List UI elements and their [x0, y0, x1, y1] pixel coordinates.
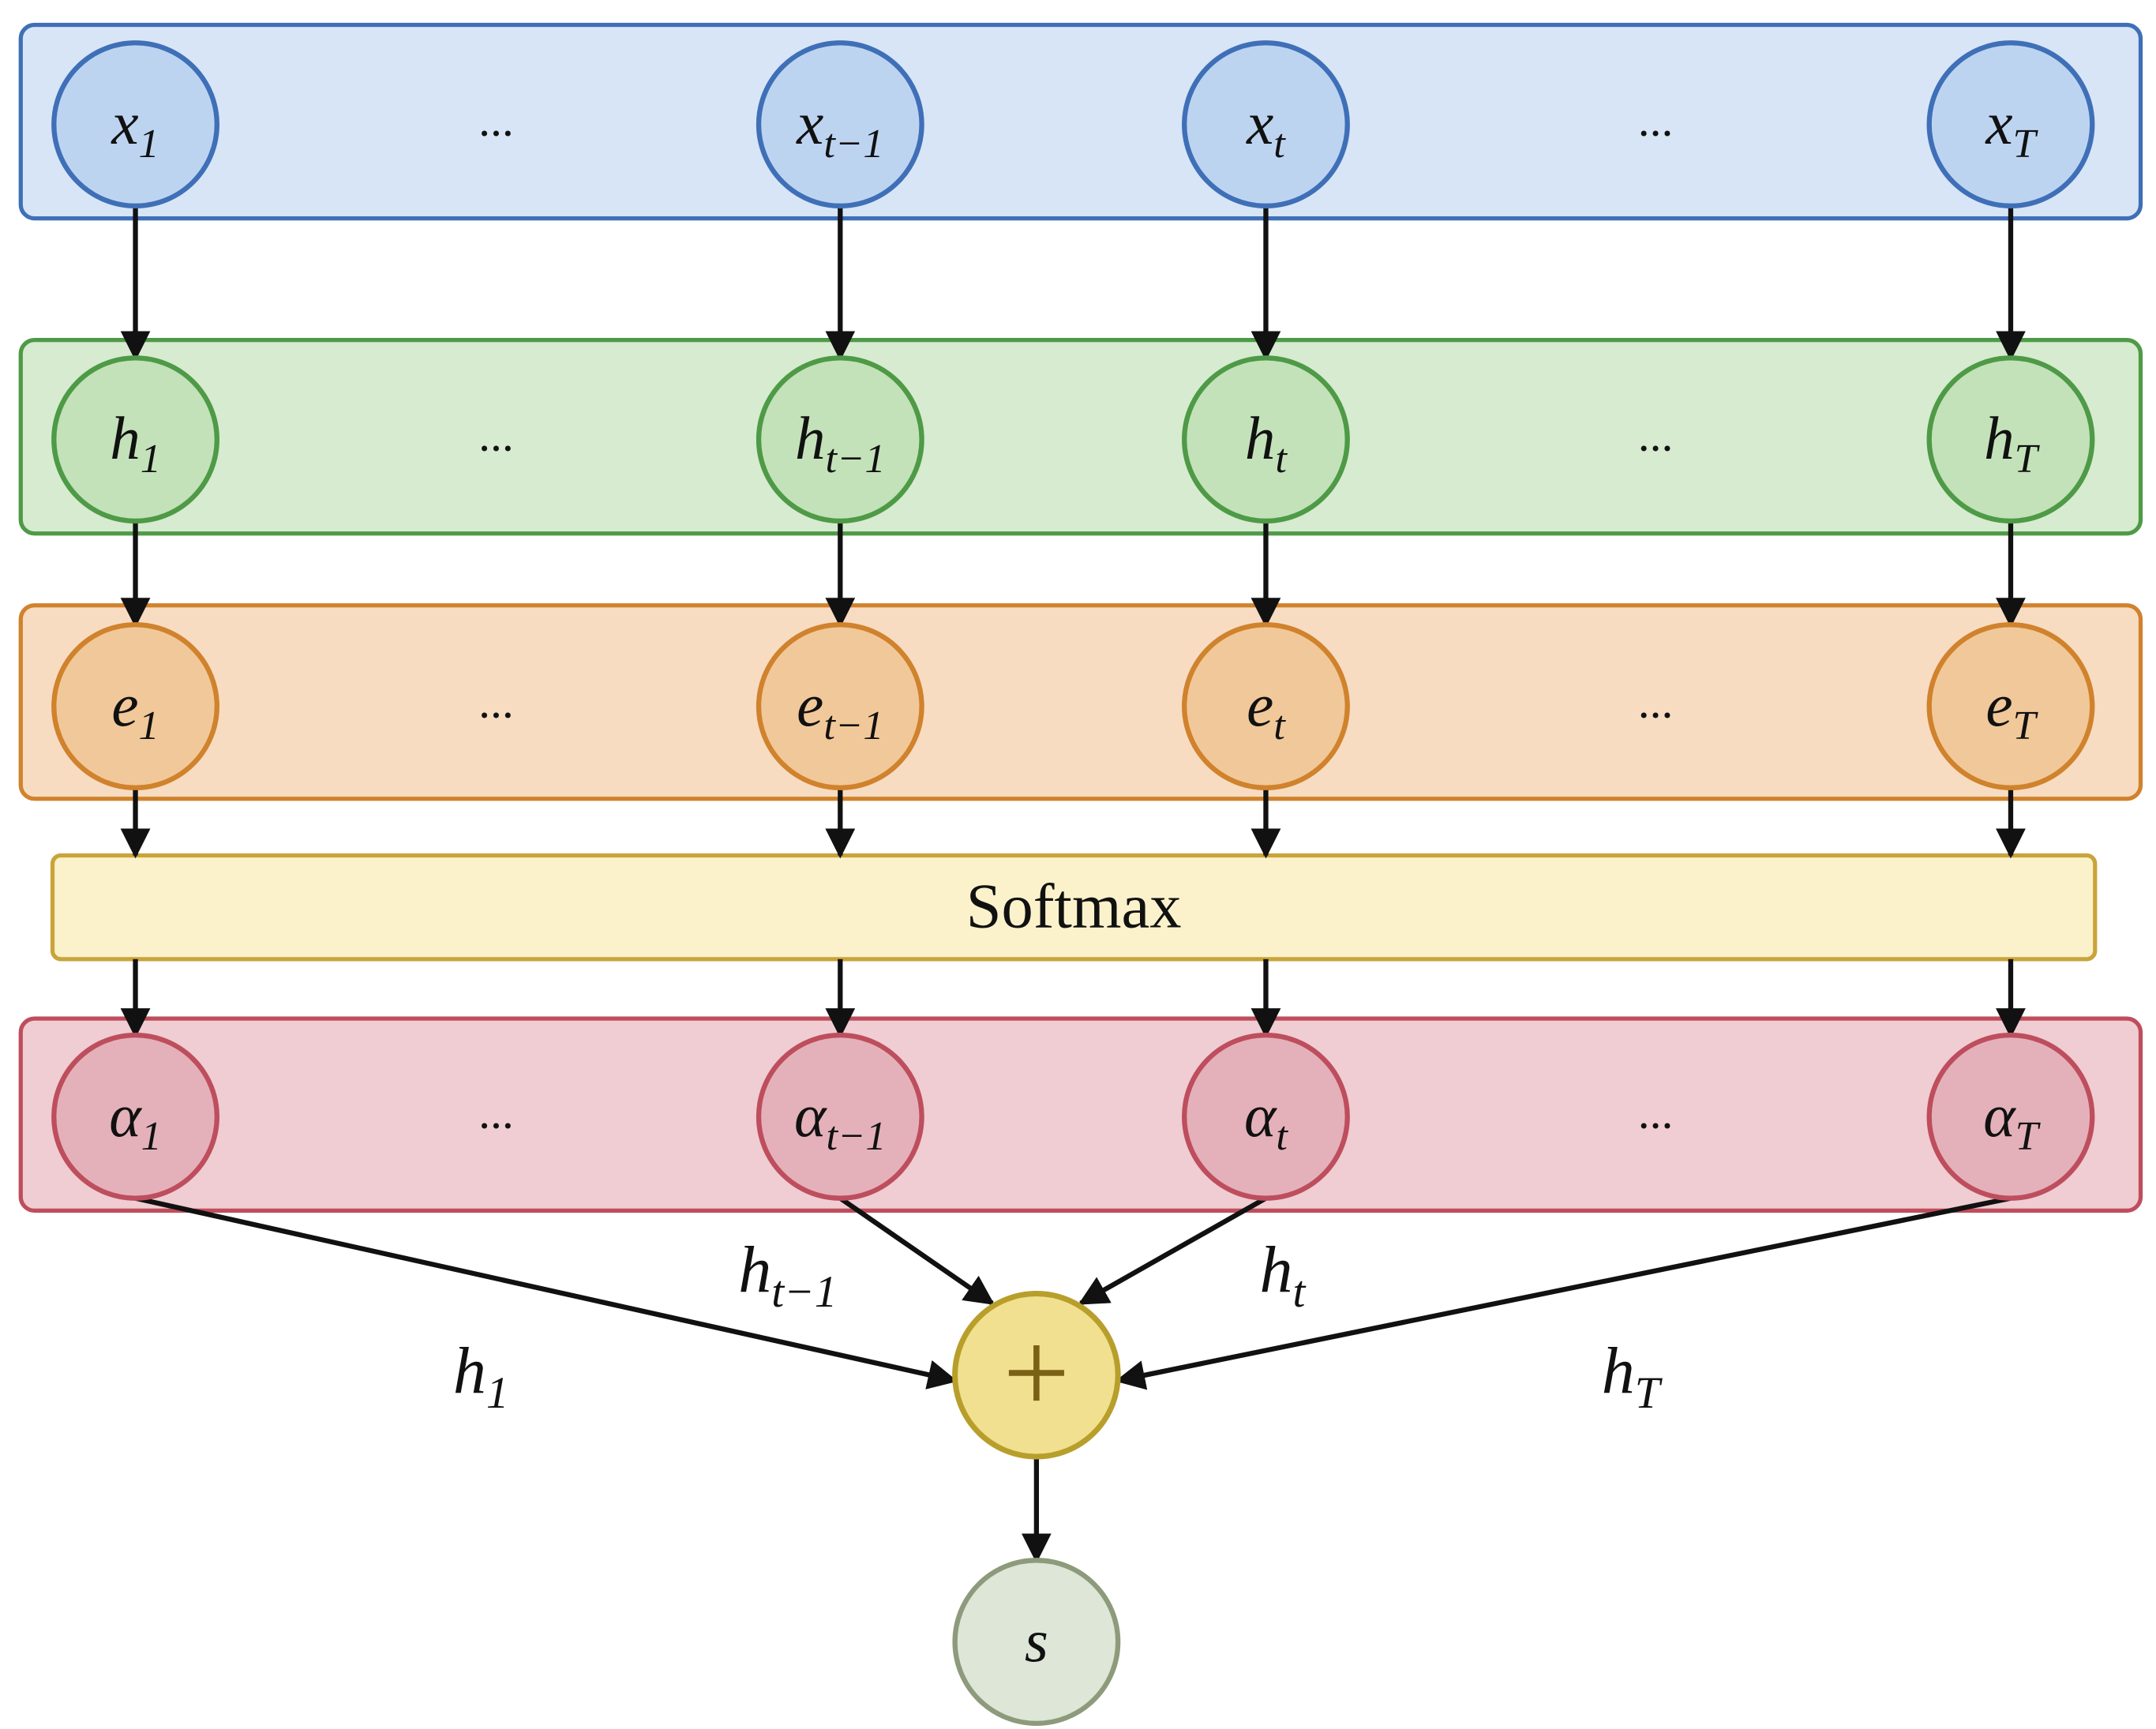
- h-node-2: [1182, 355, 1350, 524]
- x-node-1: [756, 40, 924, 208]
- x-ellipsis-0: ...: [478, 94, 514, 146]
- e-node-label-2: et: [1247, 671, 1286, 748]
- h-node-label-1: ht−1: [795, 404, 886, 482]
- h-layer-band: [18, 337, 2143, 536]
- a-node-2: [1182, 1032, 1350, 1201]
- softmax-block: [50, 853, 2098, 962]
- x-node-0: [51, 40, 219, 208]
- e-node-label-3: eT: [1985, 671, 2038, 748]
- x-node-label-0: x1: [111, 89, 159, 167]
- x-ellipsis-1: ...: [1638, 94, 1674, 146]
- e-node-2: [1182, 622, 1350, 790]
- sum-node: [952, 1290, 1121, 1460]
- edge-label-1: ht−1: [738, 1234, 837, 1317]
- h-node-label-3: hT: [1984, 404, 2041, 482]
- a-node-label-2: αt: [1244, 1082, 1288, 1159]
- x-layer-band: [18, 22, 2143, 221]
- output-label: s: [1025, 1607, 1048, 1675]
- a-layer-band: [18, 1016, 2143, 1213]
- softmax-label: Softmax: [966, 872, 1182, 942]
- arrow-alpha-to-sum-3: [1115, 1195, 2012, 1390]
- e-node-label-0: e1: [111, 671, 159, 748]
- a-node-0: [51, 1032, 219, 1201]
- sum-plus-icon: +: [1003, 1307, 1070, 1438]
- e-ellipsis-1: ...: [1638, 676, 1674, 728]
- a-node-label-1: αt−1: [794, 1082, 887, 1159]
- a-ellipsis-1: ...: [1638, 1086, 1674, 1138]
- e-node-3: [1926, 622, 2095, 790]
- a-node-3: [1926, 1032, 2095, 1201]
- a-ellipsis-0: ...: [478, 1086, 514, 1138]
- output-node: [952, 1558, 1121, 1727]
- a-node-1: [756, 1032, 924, 1201]
- h-ellipsis-1: ...: [1638, 409, 1674, 461]
- edge-label-3: hT: [1602, 1335, 1663, 1418]
- x-node-2: [1182, 40, 1350, 208]
- a-node-label-3: αT: [1983, 1082, 2041, 1159]
- e-node-label-1: et−1: [797, 671, 883, 748]
- arrow-alpha-to-sum-2: [1078, 1195, 1268, 1306]
- edge-label-2: ht: [1260, 1234, 1307, 1317]
- edge-label-0: h1: [453, 1335, 509, 1418]
- e-node-1: [756, 622, 924, 790]
- h-node-label-0: h1: [110, 404, 161, 482]
- h-node-1: [756, 355, 924, 524]
- x-node-label-1: xt−1: [796, 89, 883, 167]
- x-node-label-3: xT: [1985, 89, 2038, 167]
- x-node-label-2: xt: [1246, 89, 1286, 167]
- e-ellipsis-0: ...: [478, 676, 514, 728]
- h-node-0: [51, 355, 219, 524]
- e-node-0: [51, 622, 219, 790]
- h-node-3: [1926, 355, 2095, 524]
- h-ellipsis-0: ...: [478, 409, 514, 461]
- h-node-label-2: ht: [1245, 404, 1288, 482]
- a-node-label-0: α1: [109, 1082, 162, 1159]
- arrow-alpha-to-sum-0: [134, 1195, 958, 1390]
- arrow-alpha-to-sum-1: [838, 1196, 995, 1306]
- x-node-3: [1926, 40, 2095, 208]
- e-layer-band: [18, 603, 2143, 801]
